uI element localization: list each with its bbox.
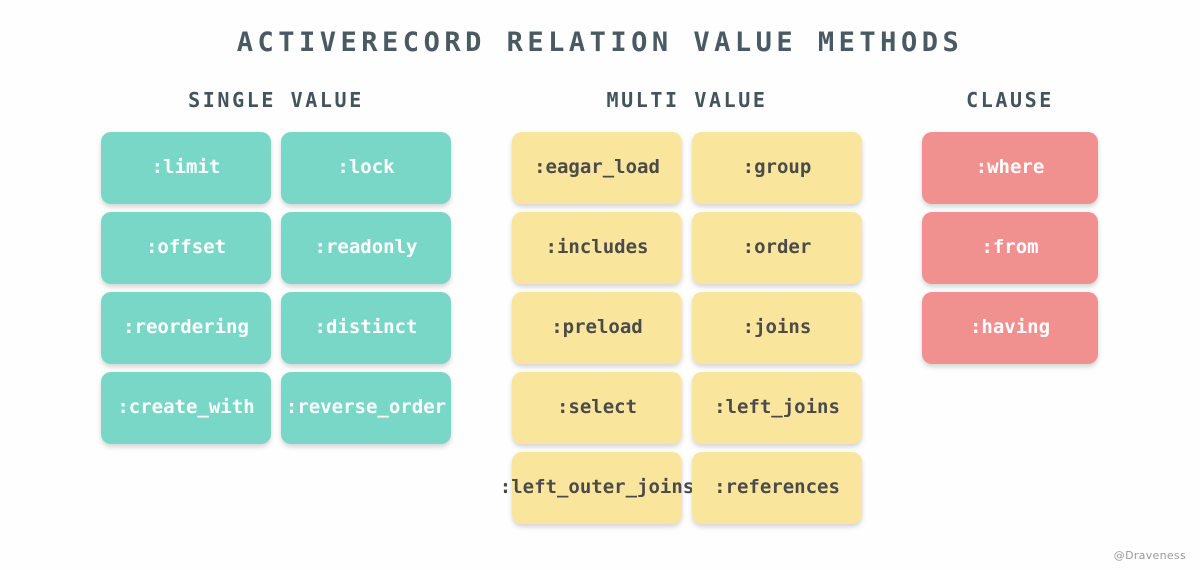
columns-container: SINGLE VALUE :limit :lock :offset :reado… [0,88,1200,524]
method-card-references[interactable]: :references [692,452,862,524]
method-card-create-with[interactable]: :create_with [101,372,271,444]
column-clause: CLAUSE :where :from :having [910,88,1110,364]
method-card-left-joins[interactable]: :left_joins [692,372,862,444]
column-single-value: SINGLE VALUE :limit :lock :offset :reado… [90,88,462,444]
method-card-reverse-order[interactable]: :reverse_order [281,372,451,444]
watermark-credit: @Draveness [1113,549,1186,562]
method-card-order[interactable]: :order [692,212,862,284]
method-card-select[interactable]: :select [512,372,682,444]
method-card-from[interactable]: :from [922,212,1098,284]
column-header-clause: CLAUSE [966,88,1054,112]
method-card-reordering[interactable]: :reordering [101,292,271,364]
method-card-eagar-load[interactable]: :eagar_load [512,132,682,204]
card-grid-multi-value: :eagar_load :group :includes :order :pre… [492,132,882,524]
method-card-group[interactable]: :group [692,132,862,204]
method-card-distinct[interactable]: :distinct [281,292,451,364]
column-header-single-value: SINGLE VALUE [188,88,364,112]
method-card-preload[interactable]: :preload [512,292,682,364]
method-card-joins[interactable]: :joins [692,292,862,364]
method-card-includes[interactable]: :includes [512,212,682,284]
method-card-limit[interactable]: :limit [101,132,271,204]
method-card-having[interactable]: :having [922,292,1098,364]
method-card-left-outer-joins[interactable]: :left_outer_joins [500,452,694,524]
card-grid-single-value: :limit :lock :offset :readonly :reorderi… [90,132,462,444]
card-grid-clause: :where :from :having [922,132,1098,364]
page-title: ACTIVERECORD RELATION VALUE METHODS [236,27,964,58]
method-card-readonly[interactable]: :readonly [281,212,451,284]
column-multi-value: MULTI VALUE :eagar_load :group :includes… [492,88,882,524]
method-card-lock[interactable]: :lock [281,132,451,204]
method-card-offset[interactable]: :offset [101,212,271,284]
method-card-where[interactable]: :where [922,132,1098,204]
column-header-multi-value: MULTI VALUE [606,88,768,112]
